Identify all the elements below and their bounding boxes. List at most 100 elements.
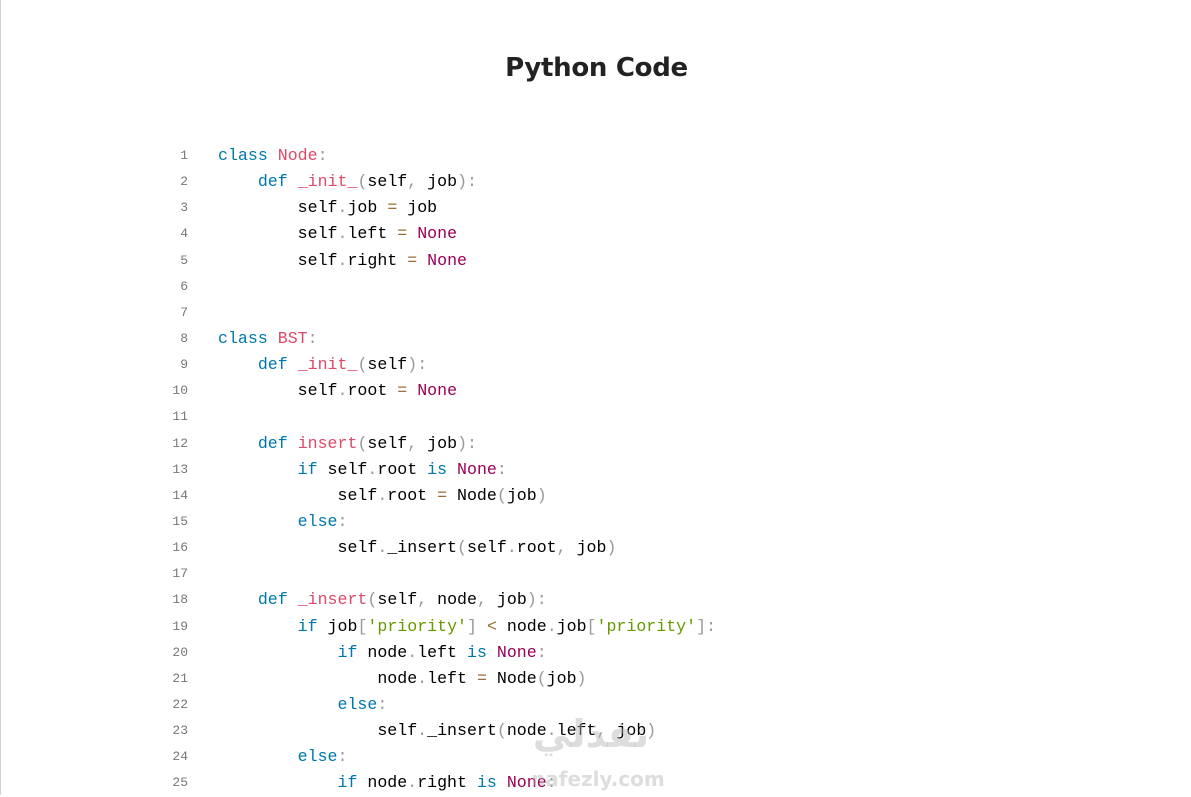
token-function: _init_ — [297, 172, 358, 192]
token-punct: ]: — [696, 616, 717, 636]
line-number: 24 — [172, 749, 188, 765]
line-number: 2 — [180, 174, 188, 190]
token-punct: . — [337, 250, 348, 270]
token-punct: ( — [357, 433, 368, 453]
token-op: = — [407, 250, 418, 270]
token-plain: job — [317, 616, 358, 636]
token-keyword: is — [466, 642, 487, 662]
code-text: class BST: — [218, 326, 318, 352]
token-punct: . — [546, 616, 557, 636]
token-punct: ( — [457, 538, 467, 558]
token-plain: left — [347, 224, 398, 244]
token-string: 'priority' — [367, 616, 467, 636]
line-number: 17 — [172, 566, 188, 582]
token-keyword: def — [257, 172, 288, 192]
token-plain — [218, 695, 338, 714]
code-text: else: — [218, 509, 348, 535]
token-plain: right — [347, 250, 408, 270]
code-line: 25 if node.right is None: — [161, 770, 716, 796]
token-plain: self — [218, 198, 338, 218]
code-line: 22 else: — [161, 692, 716, 718]
token-plain — [218, 460, 298, 479]
token-plain: Node — [486, 668, 537, 688]
token-plain: left — [556, 721, 597, 741]
token-plain — [407, 224, 417, 243]
line-number: 12 — [172, 435, 188, 451]
token-plain: Node — [447, 485, 497, 505]
token-plain: root — [387, 485, 438, 505]
token-punct: : — [307, 328, 318, 348]
token-plain: self — [367, 355, 408, 375]
token-plain: root — [377, 459, 428, 479]
token-plain — [447, 460, 457, 479]
token-punct: ): — [457, 433, 477, 453]
token-plain — [487, 643, 497, 662]
token-punct: . — [417, 668, 428, 688]
token-plain — [288, 590, 298, 609]
code-line: 20 if node.left is None: — [161, 640, 716, 666]
token-punct: : — [337, 511, 348, 531]
token-plain — [268, 329, 278, 348]
token-plain: job — [417, 172, 458, 192]
page-title: Python Code — [505, 53, 688, 83]
token-plain: self — [367, 433, 408, 453]
token-plain — [218, 512, 298, 531]
token-plain: self — [218, 224, 338, 244]
token-punct: . — [377, 485, 388, 505]
token-string: 'priority' — [596, 616, 697, 636]
code-text: self.root = None — [218, 378, 457, 404]
token-punct: . — [367, 459, 378, 479]
line-number: 18 — [172, 592, 188, 608]
token-plain — [288, 172, 298, 191]
line-number: 7 — [180, 304, 188, 320]
token-keyword: def — [257, 433, 288, 453]
token-keyword: else — [337, 694, 378, 714]
code-text: if node.right is None: — [218, 770, 557, 796]
token-constant: None — [417, 224, 458, 244]
token-plain — [218, 355, 258, 374]
code-line: 14 self.root = Node(job) — [161, 483, 716, 509]
token-plain: self — [218, 250, 338, 270]
token-op: = — [397, 224, 408, 244]
line-number: 3 — [180, 200, 188, 216]
token-plain: self — [218, 485, 378, 505]
line-number: 25 — [172, 775, 188, 791]
code-line: 2 def _init_(self, job): — [161, 169, 716, 195]
token-plain — [218, 773, 338, 792]
code-line: 10 self.root = None — [161, 378, 716, 404]
line-number: 15 — [172, 513, 188, 529]
token-plain: root — [516, 538, 557, 558]
code-text: self._insert(node.left, job) — [218, 718, 656, 744]
line-number: 1 — [180, 148, 188, 163]
token-plain — [218, 617, 298, 636]
token-keyword: is — [476, 773, 497, 793]
token-keyword: if — [337, 773, 358, 793]
token-function: _insert — [297, 590, 368, 610]
token-constant: None — [427, 250, 467, 270]
code-text: else: — [218, 744, 348, 770]
code-line: 1 class Node: — [161, 143, 716, 169]
line-number: 5 — [180, 252, 188, 268]
line-number: 8 — [180, 330, 188, 346]
code-line: 13 if self.root is None: — [161, 457, 716, 483]
code-line: 7 — [161, 300, 716, 326]
line-number: 21 — [172, 670, 188, 686]
line-number: 4 — [180, 226, 188, 242]
token-plain: node — [506, 721, 547, 741]
line-number: 22 — [172, 696, 188, 712]
code-text: self.left = None — [218, 221, 457, 247]
code-text: self._insert(self.root, job) — [218, 535, 616, 561]
token-punct: . — [337, 224, 348, 244]
token-plain: job — [397, 198, 438, 218]
token-plain: self — [317, 459, 368, 479]
code-text: def insert(self, job): — [218, 431, 477, 457]
token-punct: ) — [606, 538, 617, 558]
token-punct: : — [377, 694, 388, 714]
code-text: class Node: — [218, 143, 328, 169]
token-punct: ] — [467, 616, 477, 636]
code-text: def _insert(self, node, job): — [218, 587, 547, 613]
token-constant: None — [417, 381, 458, 401]
code-line: 3 self.job = job — [161, 195, 716, 221]
token-punct: ( — [496, 721, 507, 741]
token-op: = — [437, 485, 448, 505]
